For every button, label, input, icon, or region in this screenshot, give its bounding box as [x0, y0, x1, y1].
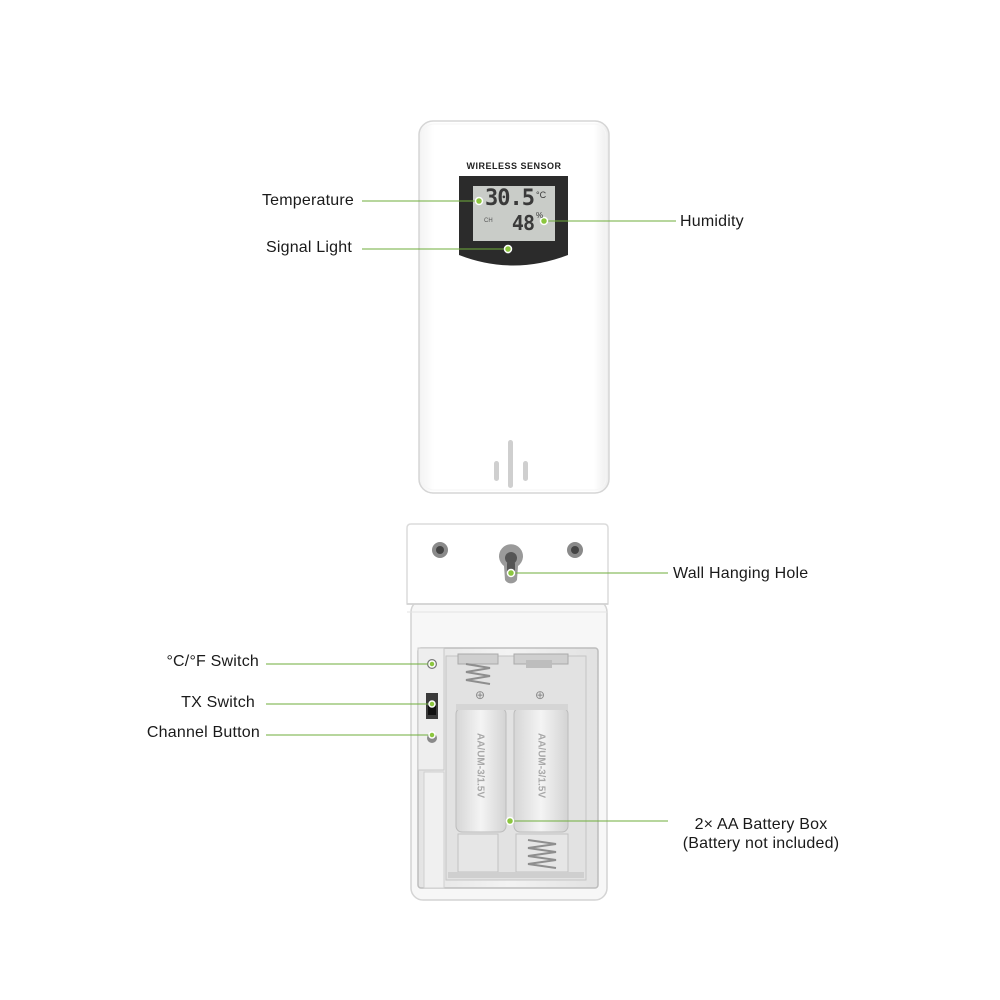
- battery-plus-symbol-2: ⊕: [535, 688, 546, 702]
- callout-battery-box-line2: (Battery not included): [682, 835, 840, 852]
- callout-wall-hanging-hole: Wall Hanging Hole: [673, 565, 809, 582]
- callout-signal-light: Signal Light: [265, 239, 352, 256]
- vent-slots: [494, 440, 528, 488]
- lcd-humidity-unit: %: [536, 211, 544, 220]
- battery-cell-2-marking: AA/UM-3/1.5V: [535, 732, 547, 798]
- battery-plus-symbol: ⊕: [475, 688, 486, 702]
- lcd-humidity: 48: [511, 211, 535, 235]
- leader-dots: [428, 196, 549, 826]
- spring-bottom-icon: [527, 839, 557, 869]
- sensor-back: [406, 523, 609, 901]
- sensor-front: [418, 120, 610, 494]
- callout-channel-button: Channel Button: [146, 724, 260, 741]
- callout-temperature: Temperature: [261, 192, 354, 209]
- brand-text: WIRELESS SENSOR: [466, 161, 562, 171]
- callout-tx-switch: TX Switch: [181, 694, 255, 711]
- leader-lines: [266, 200, 676, 822]
- spring-top-icon: [465, 663, 491, 685]
- lcd-channel-tag: CH: [484, 218, 493, 224]
- callout-humidity: Humidity: [680, 213, 744, 230]
- battery-cell-1-marking: AA/UM-3/1.5V: [474, 732, 486, 798]
- callout-battery-box-line1: 2× AA Battery Box: [694, 816, 828, 833]
- callout-cf-switch: °C/°F Switch: [166, 653, 259, 670]
- lcd-temperature: 30.5: [485, 186, 535, 211]
- lcd-temperature-unit: °C: [536, 190, 547, 200]
- lcd-screen: [473, 186, 555, 241]
